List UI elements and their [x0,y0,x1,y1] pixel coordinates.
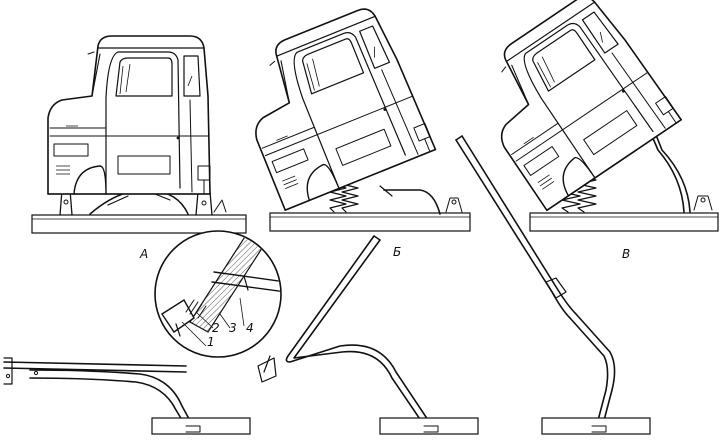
callout-1: 1 [207,335,215,349]
cab-upright [47,35,211,195]
callout-2: 2 [212,321,220,335]
ground-plate-a [31,214,247,234]
tilt-bar-long [455,135,651,435]
ground-plate-v [529,212,719,232]
stage-label-b: Б [393,245,401,259]
tilt-bar-medium [257,235,479,435]
stage-v: В [457,0,719,261]
ground-plate-b [269,212,471,232]
tilt-bar-folded [3,357,251,435]
cab-tilted-v [457,0,682,212]
cab-tilted-b [225,2,437,211]
stage-a: А [31,35,247,261]
callout-3: 3 [229,321,237,335]
stage-label-v: В [622,247,630,261]
stage-label-a: А [139,247,148,261]
callout-4: 4 [246,321,254,335]
stage-b: Б [225,2,471,259]
detail-magnifier: 1 2 3 4 [154,230,282,358]
